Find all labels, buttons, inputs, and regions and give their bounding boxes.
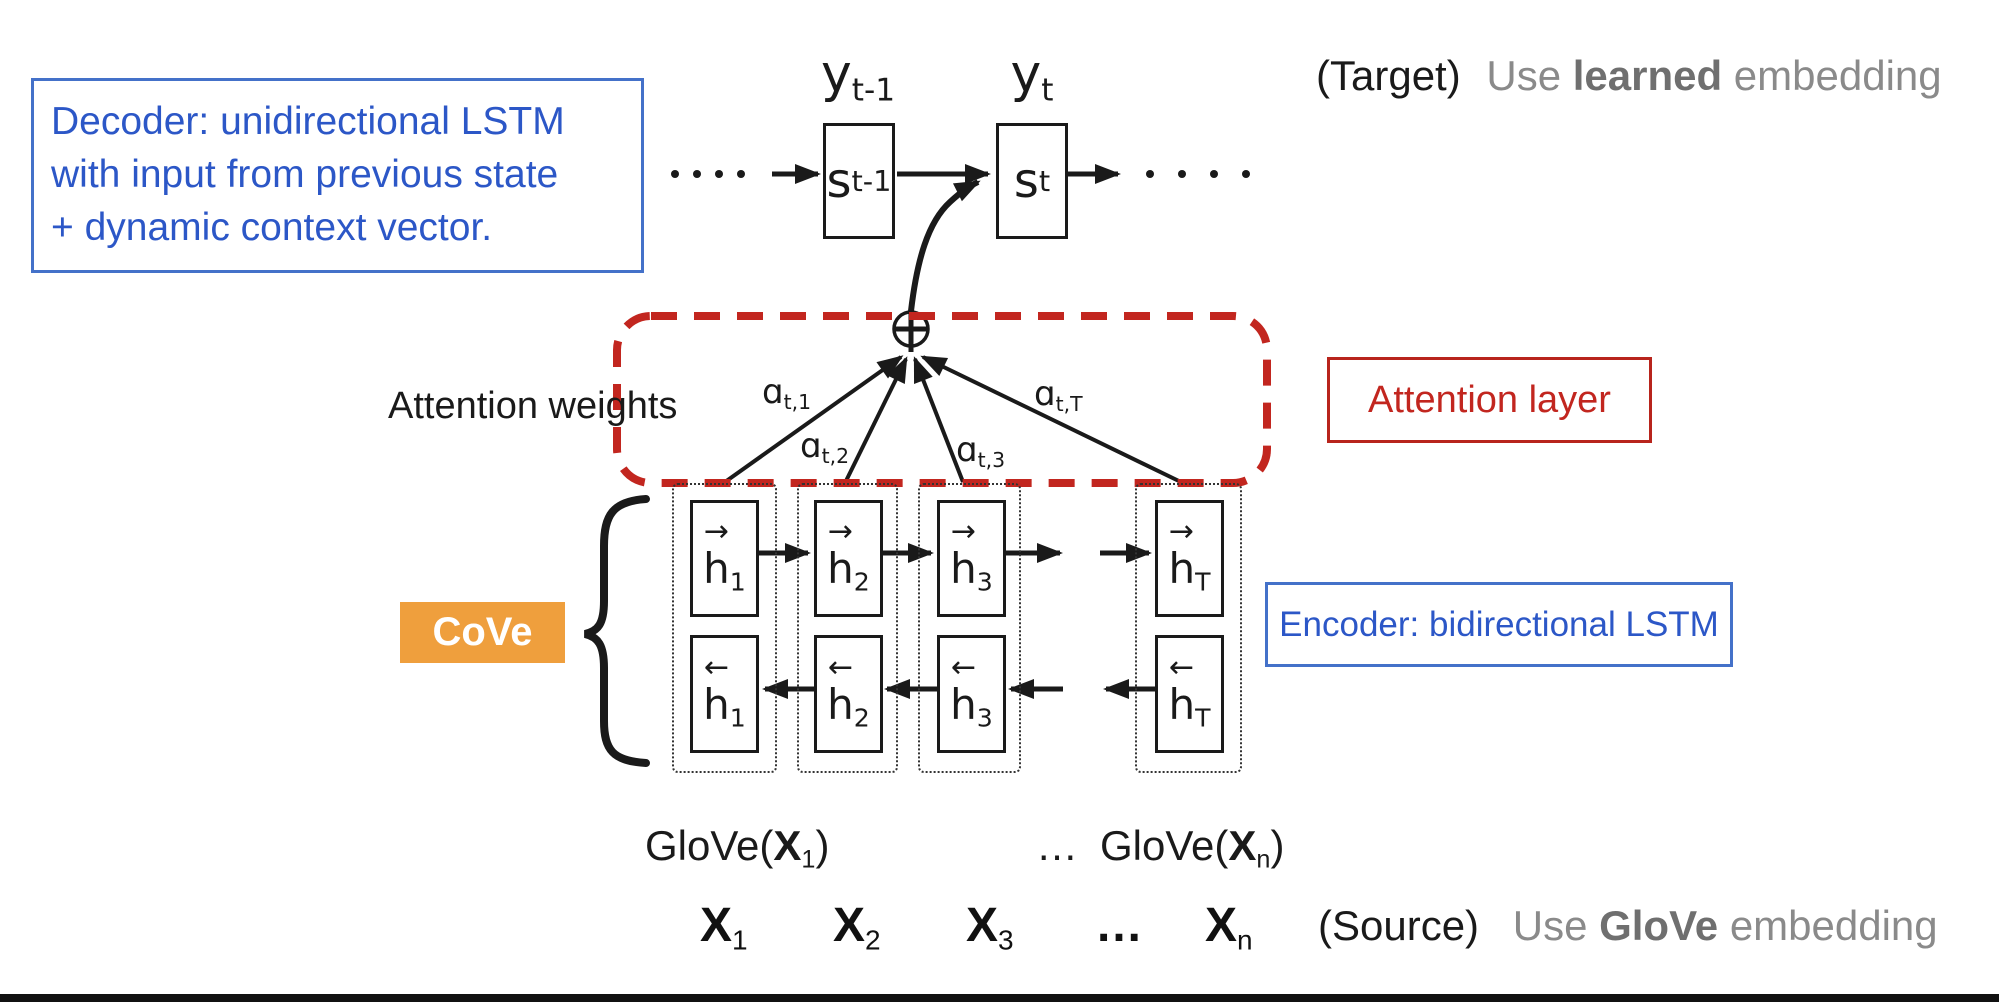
source-prefix: (Source)	[1318, 902, 1480, 949]
target-bold: learned	[1572, 52, 1723, 99]
attention-region-outline	[613, 312, 1271, 487]
encoder-cell-backward-1: ← h1	[690, 635, 759, 753]
encoder-cell-backward-2: ← h2	[814, 635, 883, 753]
decoder-note-line: + dynamic context vector.	[51, 206, 493, 249]
attention-line-2	[843, 356, 908, 484]
dotted-column-1	[672, 483, 777, 773]
y-cur-label: yt	[1010, 44, 1054, 109]
source-lead: Use	[1512, 902, 1600, 949]
attention-weights-label: Attention weights	[388, 385, 678, 427]
target-prefix: (Target)	[1316, 52, 1461, 99]
target-note: (Target) Use learned embedding	[1316, 52, 1942, 100]
source-note: (Source) Use GloVe embedding	[1318, 902, 1938, 950]
y-prev-label: yt-1	[820, 44, 896, 109]
encoder-cell-backward-3: ← h3	[937, 635, 1006, 753]
target-tail: embedding	[1722, 52, 1942, 99]
target-lead: Use	[1486, 52, 1573, 99]
attention-weight-3: ɑt,3	[956, 430, 1006, 473]
source-bold: GloVe	[1599, 902, 1719, 949]
attention-weight-T: ɑt,T	[1034, 374, 1083, 417]
encoder-cell-forward-T: → hT	[1155, 500, 1224, 617]
dotted-column-T	[1135, 483, 1242, 773]
attention-layer-box: Attention layer	[1327, 357, 1652, 443]
source-tail: embedding	[1718, 902, 1938, 949]
left-ellipsis-dots	[671, 170, 745, 178]
attention-weight-2: ɑt,2	[800, 426, 850, 469]
cove-brace	[583, 495, 650, 767]
encoder-cell-forward-2: → h2	[814, 500, 883, 617]
decoder-note-box: Decoder: unidirectional LSTM with input …	[31, 78, 644, 273]
dotted-column-2	[797, 483, 898, 773]
input-token-ellipsis: …	[1095, 899, 1143, 952]
input-token-n: Xn	[1205, 899, 1253, 956]
circle-plus-icon	[892, 310, 930, 348]
glove-right-label: GloVe(Xn)	[1100, 822, 1285, 874]
bottom-divider	[0, 994, 1999, 1002]
input-token-3: X3	[966, 899, 1014, 956]
encoder-cell-backward-T: ← hT	[1155, 635, 1224, 753]
attention-weight-1: ɑt,1	[762, 372, 812, 415]
right-ellipsis-dots	[1146, 170, 1250, 178]
glove-ellipsis: …	[1036, 822, 1078, 869]
encoder-cell-forward-3: → h3	[937, 500, 1006, 617]
context-vector-arrow	[908, 179, 981, 312]
cove-badge: CoVe	[400, 602, 565, 663]
encoder-cell-forward-1: → h1	[690, 500, 759, 617]
decoder-note-line: with input from previous state	[51, 153, 559, 196]
decoder-note-line: Decoder: unidirectional LSTM	[51, 100, 565, 143]
input-token-2: X2	[833, 899, 881, 956]
input-token-1: X1	[700, 899, 748, 956]
dotted-column-3	[918, 483, 1021, 773]
encoder-note-box: Encoder: bidirectional LSTM	[1265, 582, 1733, 667]
glove-left-label: GloVe(X1)	[645, 822, 830, 874]
